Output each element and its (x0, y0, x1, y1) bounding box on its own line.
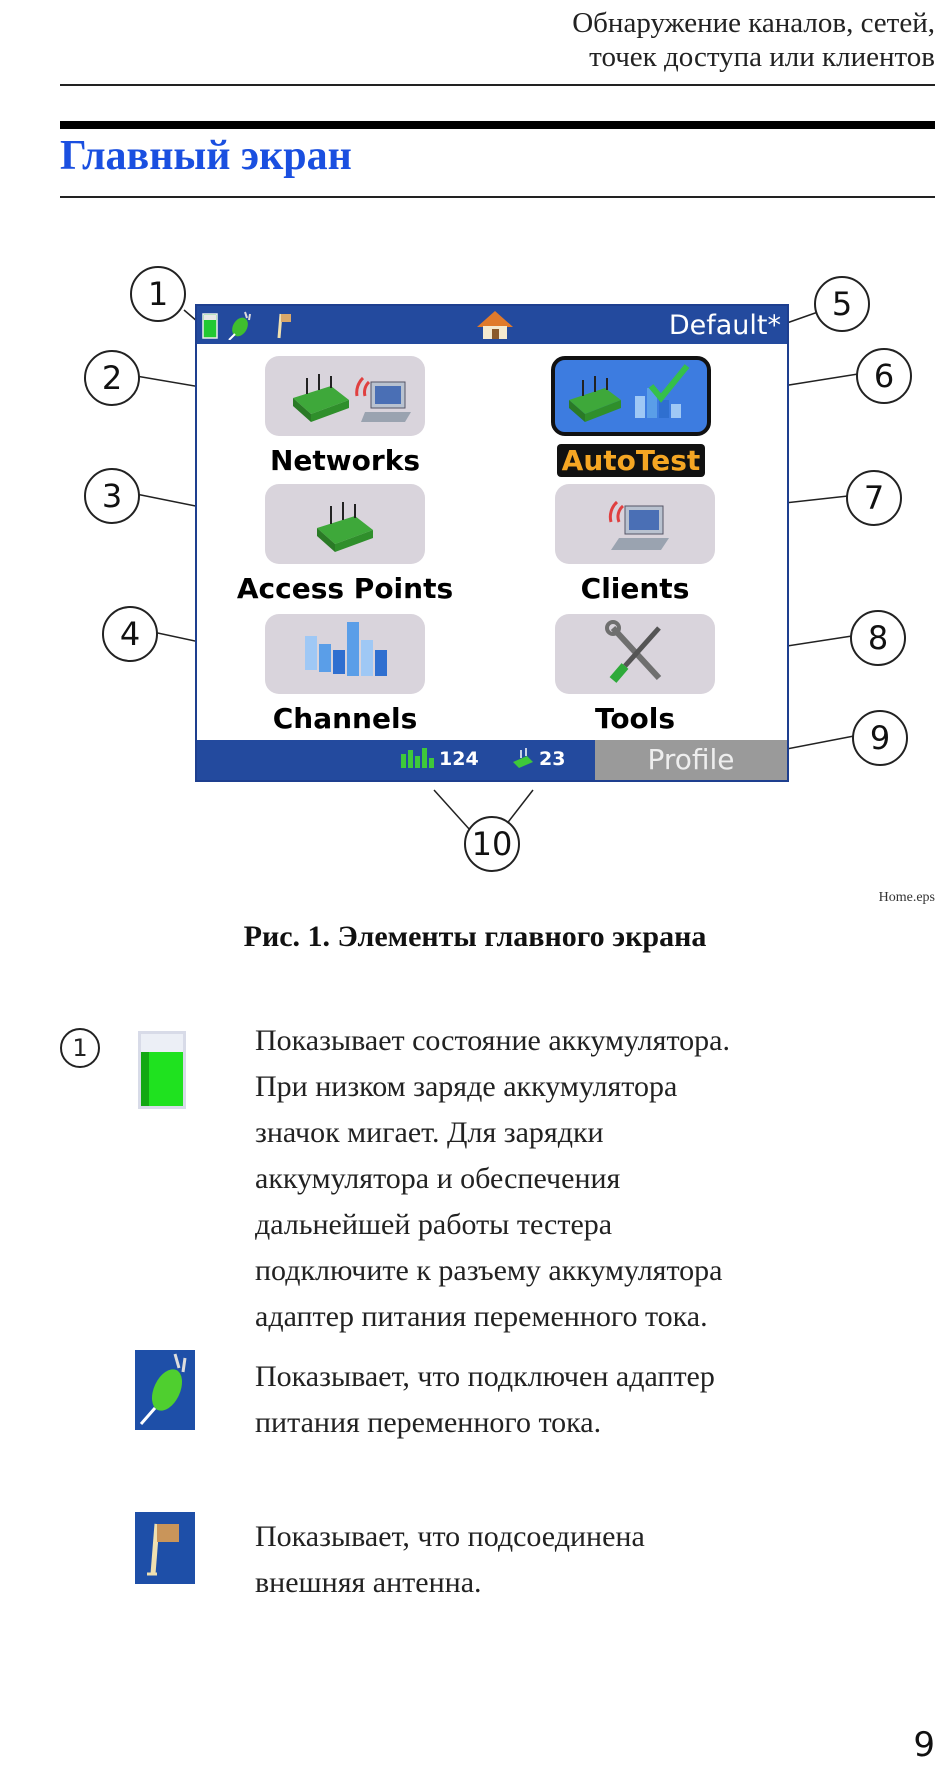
channels-count: 124 (439, 748, 479, 770)
figure-caption: Рис. 1. Элементы главного экрана (243, 920, 707, 953)
autotest-tile[interactable] (551, 356, 711, 436)
networks-label: Networks (269, 444, 420, 477)
header-rule (60, 84, 935, 86)
ac-adapter-icon (228, 311, 251, 340)
channels-tile[interactable] (265, 614, 425, 694)
running-header: Обнаружение каналов, сетей, точек доступ… (572, 6, 935, 74)
access-points-label: Access Points (236, 572, 454, 605)
antenna-description: Показывает, что подсоединена внешняя ант… (255, 1514, 645, 1606)
client-laptop-icon (608, 500, 669, 550)
channels-count-icon (401, 748, 434, 768)
battery-desc-line: значок мигает. Для зарядки (255, 1116, 604, 1149)
battery-desc-line: При низком заряде аккумулятора (255, 1070, 678, 1103)
section-title: Главный экран (60, 133, 352, 179)
clients-tile[interactable] (555, 484, 715, 564)
antenna-desc-line: внешняя антенна. (255, 1566, 482, 1599)
access-points-count: 23 (539, 748, 566, 770)
autotest-label-text: AutoTest (556, 444, 706, 477)
callout-10: 10 (464, 816, 520, 872)
channels-label: Channels (272, 702, 418, 735)
callout-1: 1 (130, 266, 186, 322)
battery-icon (202, 313, 218, 339)
battery-desc-line: дальнейшей работы тестера (255, 1208, 613, 1241)
bottom-bar: 124 23 Profile (197, 740, 787, 780)
ac-adapter-desc-line: Показывает, что подключен адаптер (255, 1360, 715, 1393)
figure-file-name: Home.eps (878, 890, 935, 905)
device-home-screen: Default* Networks (195, 304, 789, 782)
battery-desc-line: адаптер питания переменного тока. (255, 1300, 708, 1333)
ac-adapter-description: Показывает, что подключен адаптер питани… (255, 1354, 715, 1446)
autotest-icon (569, 364, 690, 422)
tools-tile[interactable] (555, 614, 715, 694)
battery-desc-line: Показывает состояние аккумулятора. (255, 1024, 730, 1057)
profile-button[interactable]: Profile (595, 740, 787, 780)
channels-icon (305, 622, 387, 676)
status-bar: Default* (197, 306, 787, 344)
tools-label: Tools (594, 702, 676, 735)
ac-adapter-icon-large (135, 1350, 195, 1430)
ac-adapter-desc-line: питания переменного тока. (255, 1406, 602, 1439)
running-header-line-2: точек доступа или клиентов (589, 41, 935, 73)
legend-marker-1: 1 (60, 1028, 100, 1068)
antenna-icon-large (135, 1512, 195, 1584)
battery-description: Показывает состояние аккумулятора. При н… (255, 1018, 730, 1340)
callout-7: 7 (846, 470, 902, 526)
clients-label: Clients (580, 572, 690, 605)
callout-8: 8 (850, 610, 906, 666)
access-point-icon (317, 502, 373, 552)
antenna-desc-line: Показывает, что подсоединена (255, 1520, 645, 1553)
callout-3: 3 (84, 468, 140, 524)
networks-icon (293, 374, 411, 422)
access-points-tile[interactable] (265, 484, 425, 564)
access-points-count-icon (513, 748, 533, 768)
callout-6: 6 (856, 348, 912, 404)
networks-tile[interactable] (265, 356, 425, 436)
page-number: 9 (913, 1725, 935, 1765)
battery-desc-line: подключите к разъему аккумулятора (255, 1254, 723, 1287)
callout-4: 4 (102, 606, 158, 662)
antenna-icon (277, 313, 291, 339)
running-header-line-1: Обнаружение каналов, сетей, (572, 7, 935, 39)
callout-5: 5 (814, 276, 870, 332)
battery-icon-large (138, 1031, 186, 1109)
battery-desc-line: аккумулятора и обеспечения (255, 1162, 621, 1195)
section-rule-bottom (60, 196, 935, 198)
home-icon[interactable] (475, 309, 515, 341)
autotest-label: AutoTest (481, 444, 781, 477)
callout-2: 2 (84, 350, 140, 406)
section-rule-top (60, 121, 935, 129)
callout-9: 9 (852, 710, 908, 766)
active-profile-name: Default* (668, 310, 781, 341)
tools-icon (605, 620, 662, 683)
